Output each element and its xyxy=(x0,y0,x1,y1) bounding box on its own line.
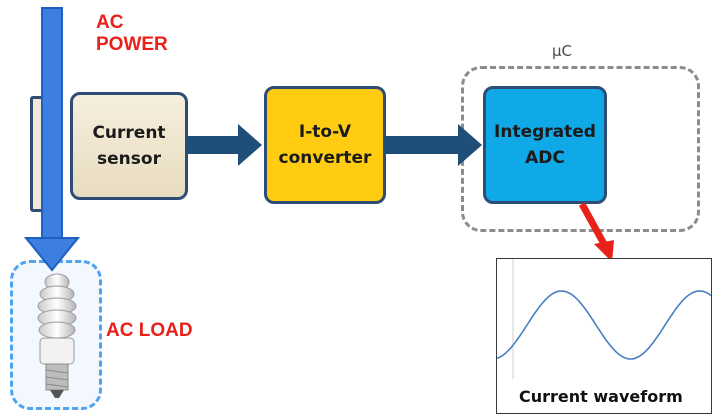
adc-label-line1: Integrated xyxy=(494,122,596,142)
current-waveform-label: Current waveform xyxy=(519,387,683,406)
sensor-to-converter-arrow xyxy=(186,124,262,166)
cfl-bulb-icon xyxy=(37,273,77,398)
i-to-v-converter-block: I-to-V converter xyxy=(264,86,386,204)
ac-power-label-line1: AC xyxy=(96,12,124,33)
microcontroller-label: μC xyxy=(552,42,573,60)
adc-label-line2: ADC xyxy=(525,148,565,168)
converter-label-line2: converter xyxy=(278,148,372,168)
current-sensor-label-line2: sensor xyxy=(97,149,161,169)
waveform-plot xyxy=(497,259,711,379)
current-waveform-line xyxy=(497,290,711,360)
integrated-adc-block: Integrated ADC xyxy=(483,86,607,204)
ac-power-label-line2: POWER xyxy=(96,34,168,55)
current-sensor-block: Current sensor xyxy=(70,92,188,200)
ac-load-label: AC LOAD xyxy=(106,320,193,341)
adc-to-waveform-arrow xyxy=(578,202,614,262)
current-waveform-panel: Current waveform xyxy=(496,258,712,414)
converter-label-line1: I-to-V xyxy=(298,122,352,142)
ac-power-label: AC POWER xyxy=(96,12,168,56)
current-sensor-label-line1: Current xyxy=(92,123,166,143)
converter-to-adc-arrow xyxy=(384,124,482,166)
